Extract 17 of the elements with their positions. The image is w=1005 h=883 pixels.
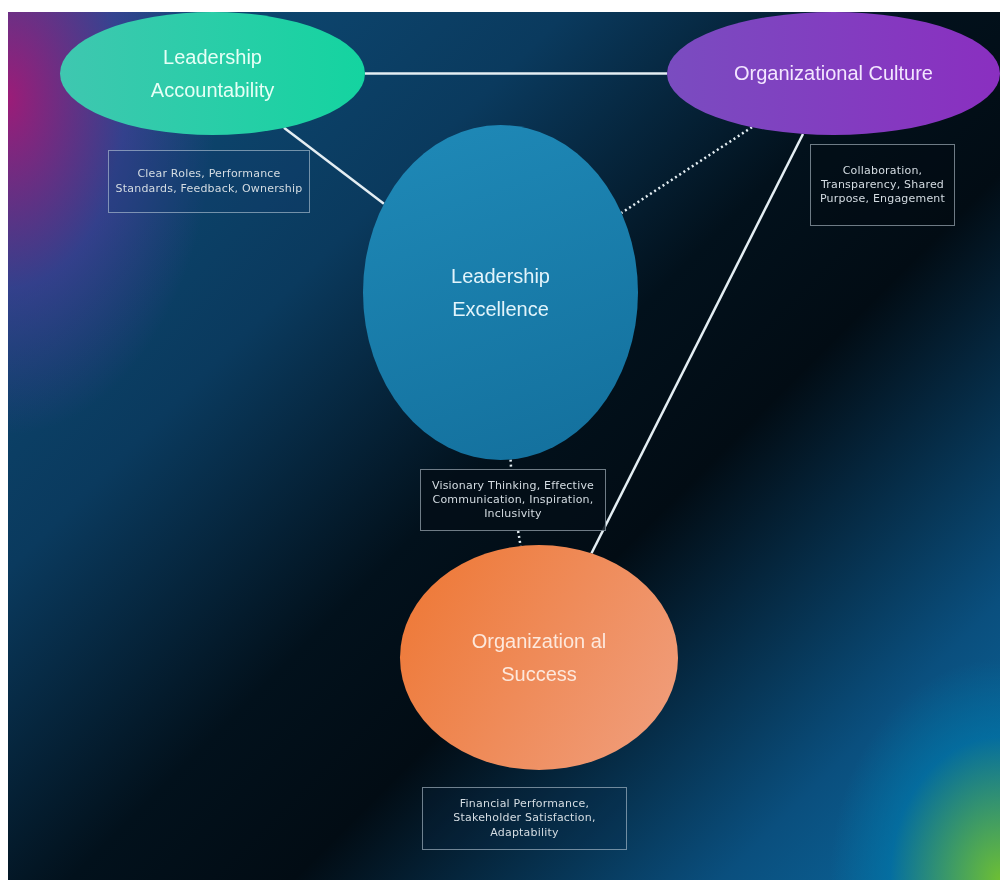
- connector-line: [620, 126, 753, 214]
- attribute-box: [420, 469, 606, 531]
- attribute-box: [108, 150, 310, 213]
- connector-line: [283, 126, 385, 205]
- connector-line: [590, 133, 805, 554]
- concept-title: Organization al Success: [470, 628, 608, 687]
- concept-title: Organizational Culture: [734, 61, 933, 86]
- concept-title: Leadership Accountability: [149, 44, 276, 103]
- connector-line: [365, 72, 667, 75]
- attribute-list: Visionary Thinking, Effective Communication, Inspiration, Inclusivity: [427, 478, 599, 522]
- connector-line: [509, 459, 513, 470]
- attribute-box: [810, 144, 955, 226]
- concept-title: Leadership Excellence: [450, 263, 551, 322]
- attribute-list: Collaboration, Transparency, Shared Purpose, Engagement: [817, 163, 948, 207]
- attribute-list: Financial Performance, Stakeholder Satisfaction, Adaptability: [429, 797, 620, 840]
- attribute-list: Clear Roles, Performance Standards, Feedback, Ownership: [115, 167, 303, 196]
- attribute-box: [422, 787, 627, 850]
